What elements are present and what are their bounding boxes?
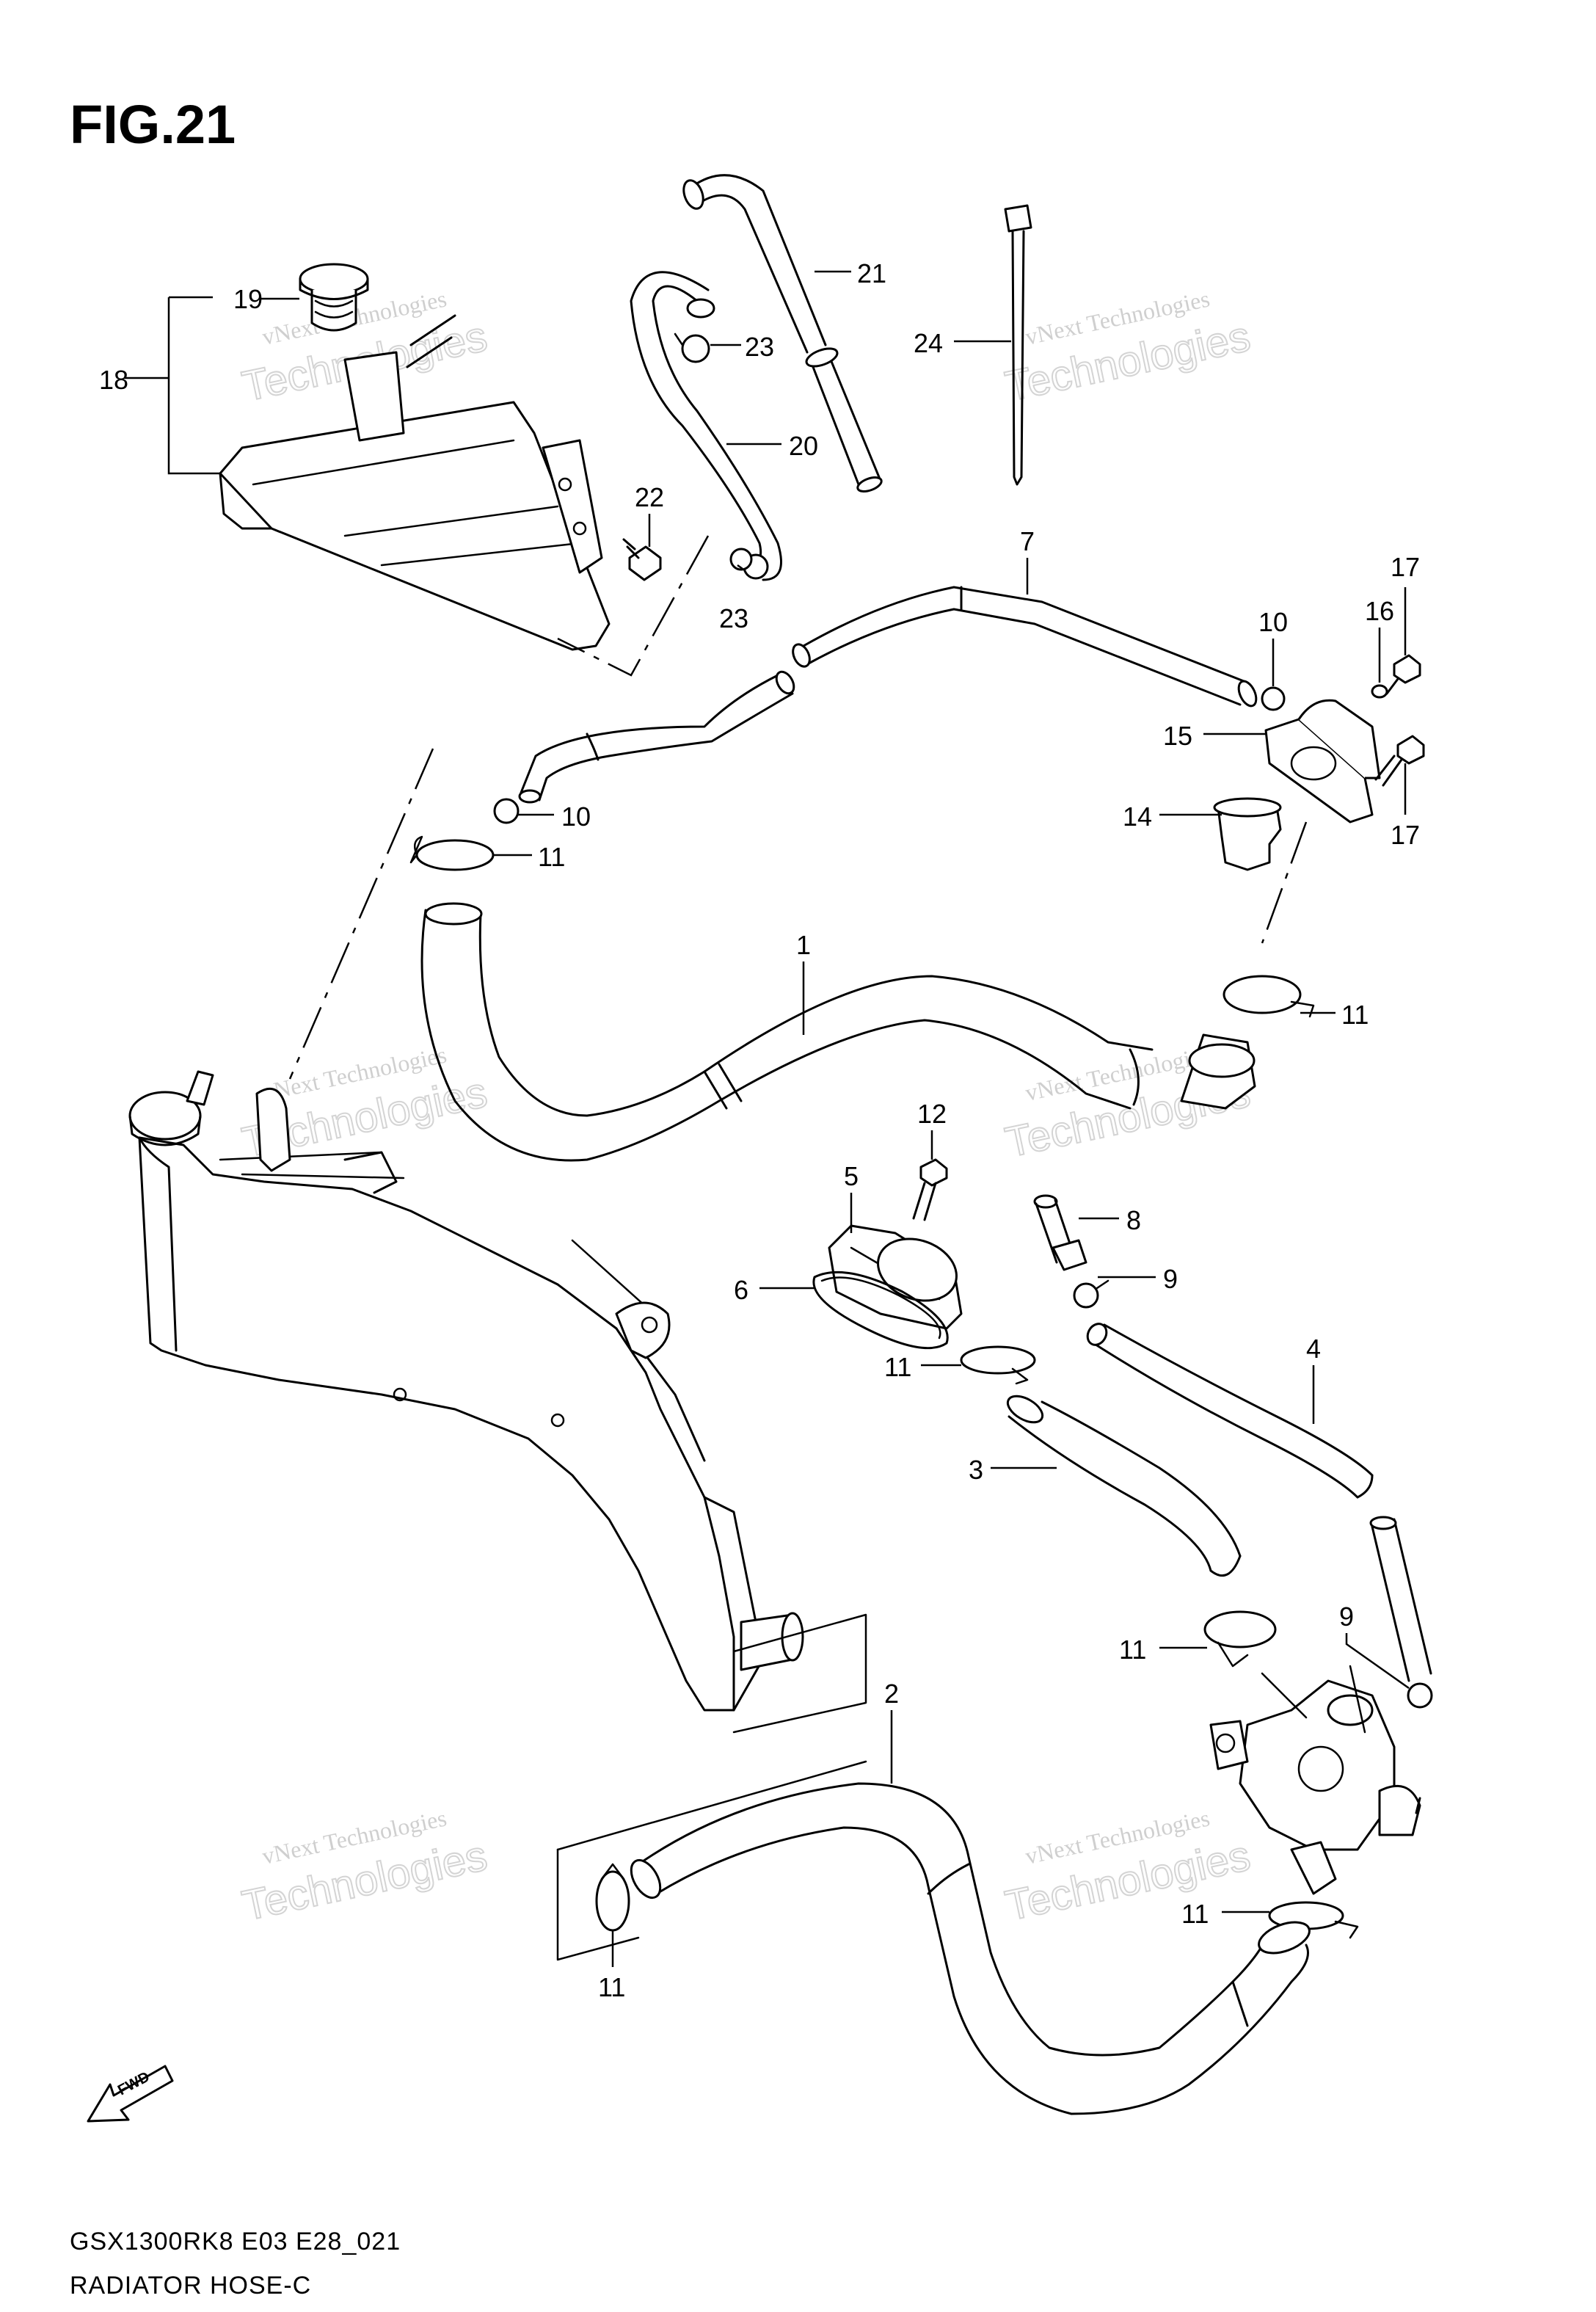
- forward-arrow-icon: FWD: [87, 2065, 174, 2123]
- clamp-9-upper: [1073, 1279, 1109, 1309]
- callout-2: 2: [884, 1679, 899, 1709]
- callout-1: 1: [796, 930, 811, 960]
- callouts: 18 19 21 23 20 24 22 23 7 10 16 17 15 17…: [99, 258, 1420, 2002]
- joint-8: [1033, 1194, 1087, 1271]
- callout-14: 15: [1163, 721, 1192, 751]
- o-ring-6: [812, 1270, 949, 1350]
- upper-radiator-hose: [420, 902, 1256, 1162]
- thermostat-cover: [1264, 699, 1381, 824]
- callout-11-upper-right: 11: [1341, 1000, 1369, 1030]
- callout-5: 5: [844, 1161, 859, 1191]
- callout-11-lower-left: 11: [598, 1972, 625, 2002]
- leader-lines: [125, 270, 1410, 1967]
- bolt-12: [912, 1158, 948, 1221]
- hose-clamp-11-upper-right: [1222, 975, 1315, 1018]
- callout-11-upper-left: 11: [538, 842, 565, 872]
- callout-16: 17: [1391, 552, 1420, 582]
- callout-20: 20: [789, 431, 818, 461]
- callout-4: 4: [1306, 1334, 1321, 1364]
- callout-10-right: 10: [1258, 607, 1288, 637]
- callout-7: 7: [1020, 526, 1035, 556]
- cable-tie: [1004, 204, 1032, 486]
- thermostat: [1213, 797, 1282, 871]
- water-hose-3: [1006, 1395, 1242, 1577]
- hose-clamp-23-lower: [729, 548, 769, 580]
- bypass-hose-7: [518, 586, 1258, 804]
- washer-15: [1371, 684, 1388, 699]
- callout-11-pump-top: 11: [1119, 1635, 1146, 1665]
- hose-clamp-11-upper-left: [409, 835, 495, 871]
- watermark: vNext Technologies Technologies: [1001, 285, 1256, 411]
- hose-clamp-23-upper: [674, 332, 710, 363]
- callout-11-middle: 11: [884, 1352, 911, 1382]
- reservoir-cap: [299, 263, 369, 332]
- callout-15: 16: [1365, 596, 1394, 626]
- callout-23-upper: 23: [745, 332, 774, 362]
- callout-21: 21: [857, 258, 886, 288]
- callout-6: 6: [734, 1275, 748, 1305]
- water-outlet-cover: [828, 1224, 963, 1330]
- lower-radiator-hose: [630, 1782, 1311, 2115]
- bolt-22: [622, 538, 662, 581]
- hose-clamp-11-pump-top: [1203, 1610, 1277, 1668]
- clamp-10-right: [1261, 686, 1286, 711]
- callout-23-lower: 23: [719, 603, 748, 633]
- callout-3: 3: [969, 1455, 983, 1485]
- bolt-17: [1374, 735, 1425, 787]
- hose-clamp-11-middle: [960, 1345, 1036, 1385]
- callout-24: 24: [914, 328, 943, 358]
- callout-13: 14: [1123, 801, 1152, 832]
- clamp-9-lower: [1407, 1682, 1433, 1709]
- radiator: [128, 1070, 804, 1712]
- callout-18: 18: [99, 365, 128, 395]
- callout-8: 8: [1126, 1205, 1141, 1235]
- hose-clamp-11-lower-left: [595, 1863, 630, 1932]
- watermark: vNext Technologies Technologies: [1001, 1804, 1256, 1930]
- figure-title: FIG.21: [70, 94, 236, 155]
- bolt-16: [1385, 654, 1421, 695]
- callout-9-lower: 9: [1339, 1602, 1354, 1632]
- breather-hose: [682, 174, 883, 493]
- callout-19: 19: [233, 284, 263, 314]
- water-hose-4: [1086, 1323, 1432, 1682]
- callout-12: 12: [917, 1099, 947, 1129]
- callout-22: 22: [635, 482, 664, 512]
- callout-17: 17: [1391, 820, 1420, 850]
- water-pump: [1209, 1679, 1421, 1895]
- watermark: vNext Technologies Technologies: [238, 1804, 492, 1930]
- clamp-10-left: [493, 798, 520, 824]
- reservoir-tank: [219, 314, 611, 651]
- callout-9-upper: 9: [1163, 1264, 1178, 1294]
- callout-11-pump-bottom: 11: [1181, 1899, 1209, 1929]
- figure-name: RADIATOR HOSE-C: [70, 2272, 311, 2300]
- callout-10-left: 10: [561, 801, 591, 832]
- model-code: GSX1300RK8 E03 E28_021: [70, 2228, 401, 2255]
- overflow-hose: [630, 271, 782, 581]
